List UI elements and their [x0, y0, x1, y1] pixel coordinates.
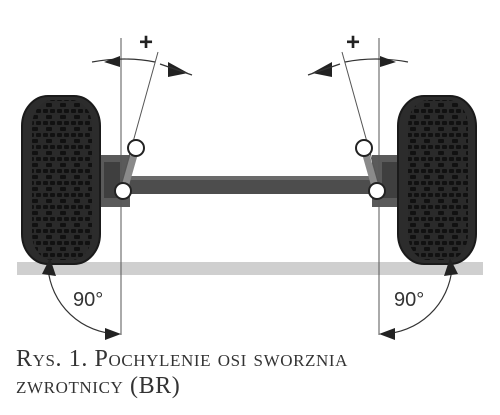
caption-line-2: zwrotnicy (BR) [16, 373, 181, 399]
left-inclination-arc [91, 58, 156, 63]
right-angle-label: 90° [394, 289, 424, 311]
ground-surface [17, 262, 483, 275]
left-upper-joint [127, 139, 145, 157]
left-right-angle-arrow-top [42, 258, 56, 276]
right-right-angle-arrow-top [444, 258, 458, 276]
right-plus-sign: + [346, 29, 360, 56]
right-arc-arrow-right [380, 56, 396, 67]
left-lower-joint [114, 182, 132, 200]
right-kingpin-axis [341, 51, 383, 197]
caption-line-1: Rys. 1. Pochylenie osi sworznia [16, 346, 349, 372]
left-arc-arrow-right [168, 62, 188, 77]
left-plus-sign: + [139, 29, 153, 56]
left-kingpin-axis [117, 51, 159, 197]
right-arc-arrow-left [312, 62, 332, 77]
figure-caption: Rys. 1. Pochylenie osi sworznia zwrotnic… [16, 346, 486, 400]
right-tire [397, 95, 477, 265]
left-kingpin [114, 139, 145, 200]
axle-beam-highlight [120, 176, 382, 180]
left-angle-label: 90° [73, 289, 103, 311]
right-inclination-arc [344, 58, 409, 63]
left-arc-arrow-left [104, 56, 120, 67]
right-arc-tail [307, 63, 341, 76]
right-right-angle-arrow-end [379, 328, 395, 340]
right-hub-inner [382, 162, 398, 198]
right-lower-joint [368, 182, 386, 200]
right-upper-joint [355, 139, 373, 157]
left-right-angle-arrow-end [105, 328, 121, 340]
axle-beam [120, 176, 382, 194]
left-tire [21, 95, 101, 265]
left-arc-tail [159, 63, 193, 76]
right-kingpin [355, 139, 386, 200]
kingpin-inclination-diagram: + + 90° 90° [17, 29, 483, 340]
